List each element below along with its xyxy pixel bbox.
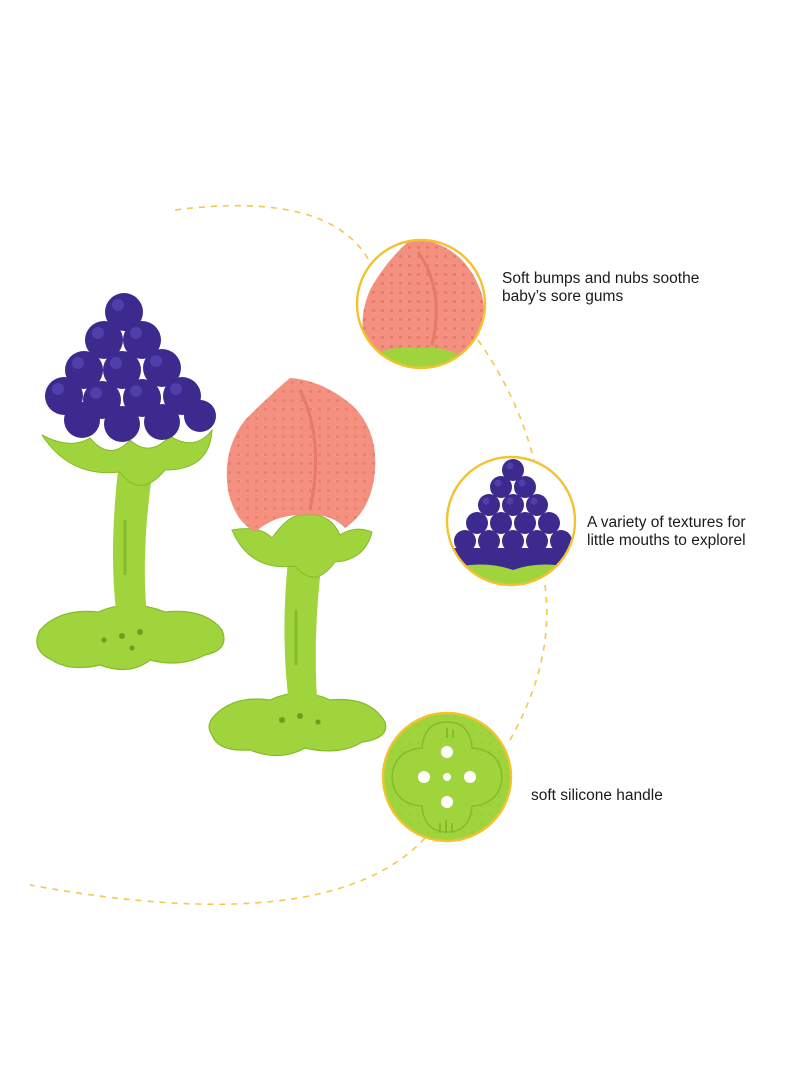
grape-closeup	[445, 455, 577, 587]
grape-teether-icon	[36, 293, 225, 671]
caption-handle-closeup: soft silicone handle	[531, 787, 663, 804]
peach-teether-icon	[208, 378, 387, 757]
handle-closeup	[381, 711, 513, 843]
caption-grape-closeup: A variety of textures for little mouths …	[587, 514, 746, 549]
peach-closeup	[355, 238, 487, 370]
caption-peach-closeup: Soft bumps and nubs soothe baby’s sore g…	[502, 270, 700, 305]
